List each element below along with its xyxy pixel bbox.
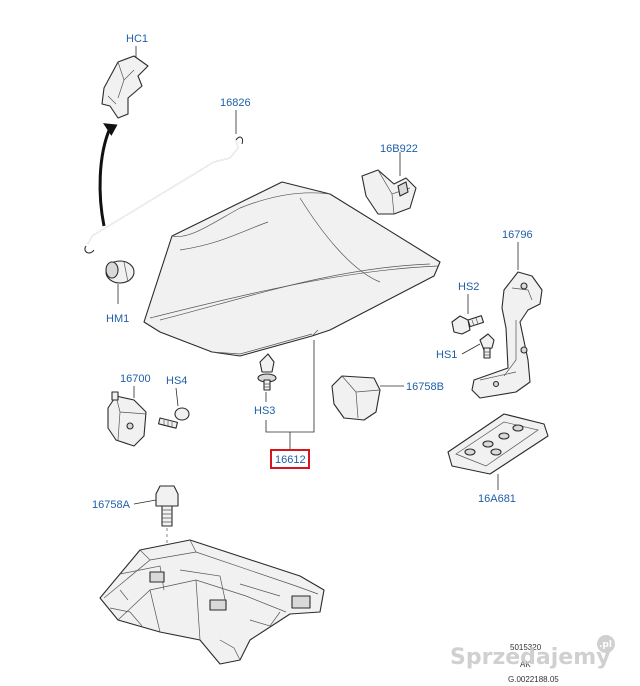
watermark-badge-text: .pl [599,640,612,650]
label-16796: 16796 [502,229,533,241]
label-16826: 16826 [220,97,251,109]
label-16a681: 16A681 [478,493,516,505]
label-hs2: HS2 [458,281,479,293]
hinge-bolt-upper-part [451,294,485,335]
hood-prop-rod-part [84,110,243,254]
hood-label-highlight-box [270,449,310,469]
hood-rod-clip-part [101,46,149,119]
hinge-bolt-lower-part [461,333,495,359]
label-hs1: HS1 [436,349,457,361]
hood-latch-seal-part [447,413,549,490]
radiator-support-part [99,539,325,665]
reference-code-1: 5015320 [510,643,542,652]
grommet-part [105,260,135,304]
reference-code-2: AK [520,660,531,669]
latch-bolt-part [157,387,190,429]
label-16758b: 16758B [406,381,444,393]
watermark-badge-icon [597,635,615,653]
label-16612: 16612 [275,454,306,466]
hood-leader-line [265,340,315,433]
label-16b922: 16B922 [380,143,418,155]
reference-code-3: G.0022188.05 [508,675,559,684]
hood-latch-part [107,386,147,447]
label-hs3: HS3 [254,405,275,417]
hood-side-bumper-part [331,375,404,421]
label-hc1: HC1 [126,33,148,45]
hood-bumper-pad-part [361,152,417,215]
watermark-text: Sprzedajemy [450,645,611,670]
watermark: Sprzedajemy .pl [450,635,615,670]
label-16700: 16700 [120,373,151,385]
install-arrow-icon [98,123,118,227]
label-hm1: HM1 [106,313,129,325]
label-hs4: HS4 [166,375,187,387]
hood-bolt-part [257,353,277,402]
hood-panel-part [143,181,441,357]
hood-hinge-part [471,242,543,399]
label-16758a: 16758A [92,499,131,511]
